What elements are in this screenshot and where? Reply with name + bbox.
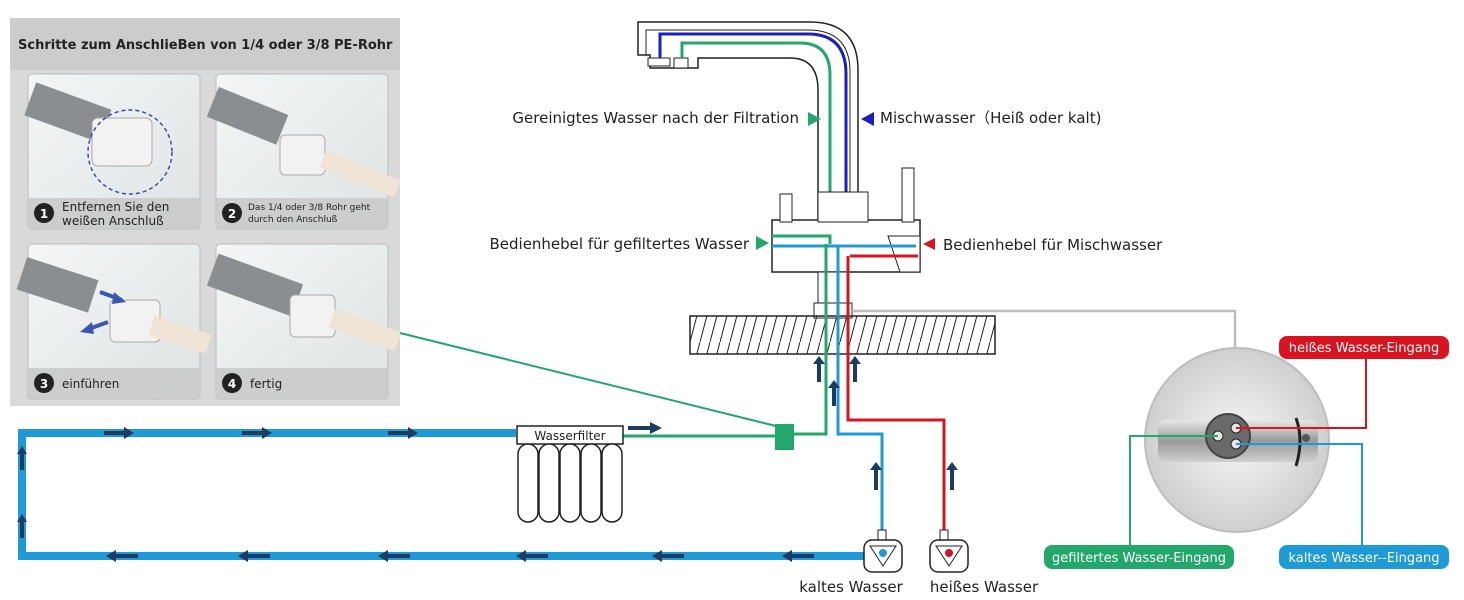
lever-right bbox=[901, 167, 915, 223]
mixed-marker-icon bbox=[861, 112, 874, 126]
connector-junction bbox=[775, 424, 794, 450]
hot-inlet-label: heißes Wasser-Eingang bbox=[1289, 341, 1439, 356]
fitting-photo bbox=[289, 294, 336, 338]
purified-water-label: Gereinigtes Wasser nach der Filtration bbox=[512, 109, 799, 127]
lever-mixed-label: Bedienhebel für Mischwasser bbox=[943, 236, 1163, 254]
step-1-text: Entfernen Sie den bbox=[62, 200, 169, 214]
step-1-text-2: weißen Anschluß bbox=[62, 214, 164, 228]
left-arrow-icon bbox=[782, 550, 814, 562]
step-4-card: 4 fertig bbox=[206, 243, 402, 400]
cold-inlet-pill bbox=[1279, 545, 1449, 569]
spout-outlet bbox=[647, 57, 671, 67]
filtered-water-line bbox=[792, 244, 828, 436]
cold-water-line bbox=[836, 246, 884, 530]
mixed-water-line bbox=[658, 32, 916, 238]
up-arrow-icon bbox=[849, 356, 861, 382]
filter-cartridge bbox=[517, 443, 539, 523]
step-2-text-2: durch den Anschluß bbox=[248, 215, 338, 225]
left-arrow-icon bbox=[106, 550, 138, 562]
faucet-neck bbox=[817, 191, 869, 223]
filter-cartridge bbox=[580, 443, 602, 523]
connection-line bbox=[399, 332, 785, 429]
step-3-text: einführen bbox=[62, 377, 119, 391]
faucet bbox=[637, 21, 921, 319]
lever-filtered-label: Bedienhebel für gefiltertes Wasser bbox=[489, 235, 749, 253]
up-arrow-icon bbox=[946, 462, 958, 490]
water-filter: Wasserfilter bbox=[516, 425, 624, 523]
up-arrow-icon bbox=[17, 514, 27, 538]
left-arrow-icon bbox=[652, 550, 684, 562]
cold-water-pipe bbox=[18, 429, 872, 560]
step-4-number: 4 bbox=[228, 377, 236, 391]
hot-inlet-callout-line bbox=[1236, 358, 1367, 429]
right-arrow-icon bbox=[628, 422, 662, 434]
filtered-marker-icon bbox=[808, 112, 821, 126]
up-arrow-icon bbox=[17, 446, 27, 470]
step-2-card: 2 Das 1/4 oder 3/8 Rohr geht durch den A… bbox=[206, 73, 401, 230]
fitting-photo bbox=[91, 117, 153, 167]
insert-arrow-icon bbox=[112, 292, 126, 304]
cold-inlet-label: kaltes Wasser--Eingang bbox=[1288, 551, 1439, 566]
step-3-card: 3 einführen bbox=[16, 243, 212, 400]
hot-valve-indicator-icon bbox=[945, 549, 953, 557]
inlet-detail bbox=[1144, 347, 1330, 533]
hose-photo bbox=[24, 82, 112, 143]
fitting-photo bbox=[279, 134, 326, 176]
hot-water-label: heißes Wasser bbox=[930, 578, 1039, 596]
lever-left bbox=[779, 193, 793, 223]
right-arrow-icon bbox=[104, 427, 134, 439]
hose-photo bbox=[206, 86, 289, 145]
filter-cartridge bbox=[559, 443, 581, 523]
water-filter-label: Wasserfilter bbox=[534, 429, 605, 443]
step-4-text: fertig bbox=[250, 377, 282, 391]
step-1-number: 1 bbox=[40, 207, 48, 221]
pe-tube-photo bbox=[328, 308, 402, 352]
left-arrow-icon bbox=[516, 550, 548, 562]
up-arrow-icon bbox=[813, 356, 825, 382]
left-arrow-icon bbox=[378, 550, 410, 562]
pe-tube-photo bbox=[319, 150, 401, 198]
hot-inlet-pill bbox=[1279, 336, 1449, 359]
filtered-inlet-callout-line bbox=[1129, 435, 1218, 546]
filtered-marker-icon bbox=[756, 236, 769, 250]
spout-outlet bbox=[673, 57, 689, 69]
pe-tube-photo bbox=[148, 316, 212, 354]
step-2-number: 2 bbox=[228, 207, 236, 221]
filter-cartridge bbox=[538, 443, 560, 523]
cold-inlet-callout-line bbox=[1236, 443, 1363, 546]
cold-water-valve bbox=[863, 529, 903, 573]
up-arrow-icon bbox=[870, 462, 882, 490]
filtered-inlet-pill bbox=[1044, 545, 1234, 569]
step-1-card: 1 Entfernen Sie den weißen Anschluß bbox=[24, 73, 201, 230]
up-arrow-icon bbox=[828, 380, 840, 406]
hot-marker-icon bbox=[923, 238, 935, 250]
right-arrow-icon bbox=[242, 427, 272, 439]
hot-water-valve bbox=[929, 529, 969, 573]
step-2-text: Das 1/4 oder 3/8 Rohr geht bbox=[248, 203, 371, 213]
faucet-base bbox=[817, 271, 849, 305]
countertop bbox=[689, 315, 996, 355]
hose-photo bbox=[206, 253, 304, 317]
mixed-water-label: Mischwasser（Heiß oder kalt) bbox=[880, 109, 1101, 127]
highlight-circle bbox=[87, 109, 173, 195]
filter-cartridge bbox=[601, 443, 623, 523]
flow-arrows-up bbox=[813, 356, 958, 490]
cold-valve-indicator-icon bbox=[879, 549, 887, 557]
filtered-water-line bbox=[680, 41, 832, 236]
filtered-water-line bbox=[772, 234, 832, 244]
pipe-flow-arrows bbox=[17, 422, 814, 562]
step-3-number: 3 bbox=[40, 377, 48, 391]
filtered-inlet-label: gefiltertes Wasser-Eingang bbox=[1052, 551, 1226, 566]
detail-callout-line bbox=[852, 309, 1237, 350]
right-arrow-icon bbox=[388, 427, 418, 439]
left-arrow-icon bbox=[238, 550, 270, 562]
hot-water-line bbox=[846, 256, 946, 530]
steps-panel: Schritte zum AnschlieBen von 1/4 oder 3/… bbox=[10, 18, 402, 406]
cold-water-label: kaltes Wasser bbox=[799, 578, 903, 596]
hose-photo bbox=[16, 257, 99, 313]
insert-arrow-icon bbox=[80, 322, 94, 334]
steps-title: Schritte zum AnschlieBen von 1/4 oder 3/… bbox=[18, 38, 393, 53]
